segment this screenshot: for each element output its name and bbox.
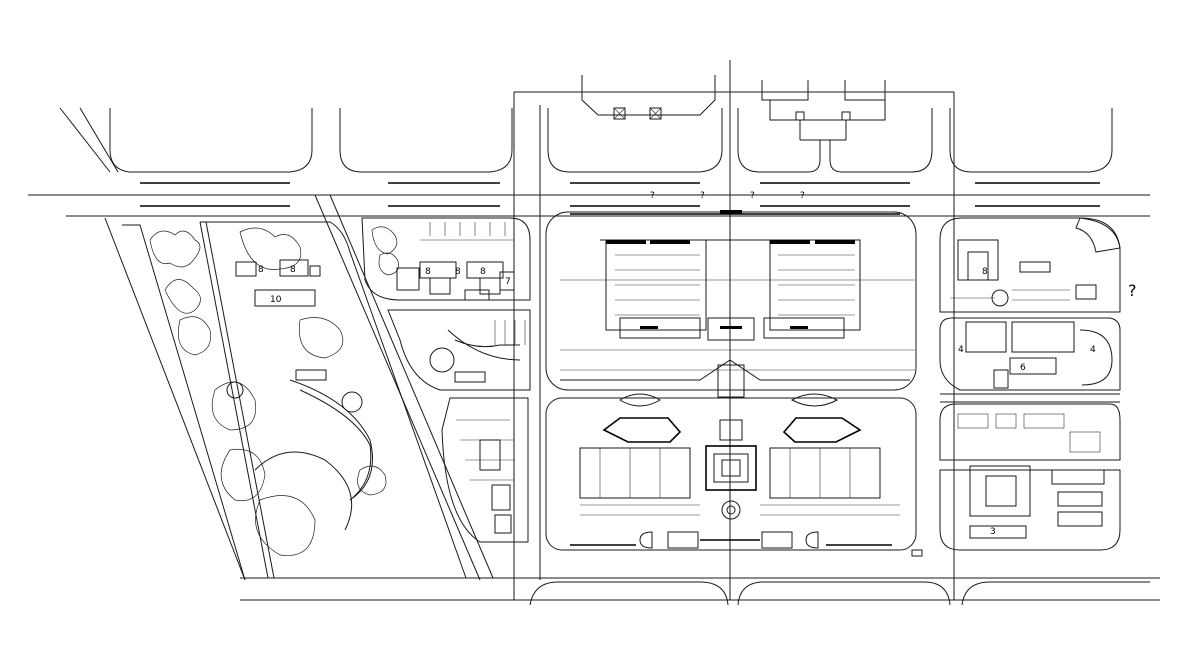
west-park: 10 8 8	[122, 221, 467, 581]
block-label-east-4: 6	[1020, 363, 1026, 373]
question-label-east: ?	[1128, 281, 1137, 300]
road-label-q2: ?	[700, 191, 705, 201]
block-label-east-3: 4	[1090, 345, 1096, 355]
block-label-west-park-2: 8	[258, 265, 264, 275]
block-label-mid-north-3: 8	[480, 267, 486, 277]
road-label-q3: ?	[750, 191, 755, 201]
main-roads	[28, 60, 1160, 606]
east-blocks: 8 4 4 6 3 ?	[939, 217, 1137, 551]
block-label-east-2: 4	[958, 345, 964, 355]
mid-north-block: 8 8 8 7	[361, 217, 531, 543]
block-label-east-5: 3	[990, 527, 996, 537]
block-label-west-park-3: 8	[290, 265, 296, 275]
north-gate-structures	[581, 75, 886, 141]
central-complex: ? ? ? ?	[545, 191, 923, 557]
block-label-west-park-1: 10	[270, 295, 282, 305]
block-label-mid-north-4: 7	[505, 277, 511, 287]
block-label-mid-north-2: 8	[455, 267, 461, 277]
block-label-mid-north-1: 8	[425, 267, 431, 277]
block-label-east-1: 8	[982, 267, 988, 277]
road-label-q1: ?	[650, 191, 655, 201]
road-label-q4: ?	[800, 191, 805, 201]
